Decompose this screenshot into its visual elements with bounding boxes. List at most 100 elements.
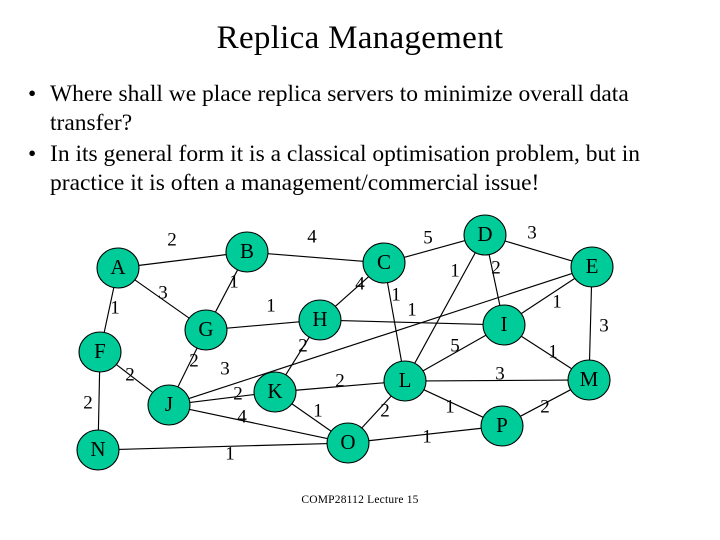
graph-node-c[interactable]: C [362,242,406,284]
bullet-marker: • [28,81,37,107]
edge-weight-l-p: 1 [445,396,455,417]
edge-weight-e-m: 3 [599,315,609,336]
node-circle-m [567,359,611,401]
node-circle-p [480,405,524,447]
edge-weight-l-k: 2 [335,370,345,391]
bullet-text: In its general form it is a classical op… [50,141,640,196]
graph-edge-m-p [518,388,573,418]
graph-edge-a-g [133,278,191,320]
page-title: Replica Management [216,20,504,56]
graph-edge-j-k [188,393,256,404]
node-circle-l [383,360,427,402]
list-item: • Where shall we place replica servers t… [14,80,714,138]
node-circle-d [463,214,507,256]
node-circle-n [76,429,120,471]
node-circle-i [482,304,526,346]
graph-nodes: A B C D E F G H I J K L M N O P [76,214,614,471]
graph-edge-l-m [424,379,570,382]
edge-weight-i-m: 1 [548,341,558,362]
graph-edge-c-d [402,239,467,259]
node-label-h: H [312,307,327,331]
node-label-g: G [198,317,213,341]
edge-weight-a-b: 2 [167,229,177,250]
node-label-a: A [110,255,126,279]
graph-node-g[interactable]: G [184,309,228,351]
graph-edge-g-h [225,321,301,329]
node-label-n: N [90,437,105,461]
node-circle-e [570,246,614,288]
edge-weight-a-f: 1 [110,297,120,318]
edge-weight-e-i: 1 [552,291,562,312]
graph-node-l[interactable]: L [383,360,427,402]
graph-edge-i-m [519,334,574,371]
list-item: • In its general form it is a classical … [14,140,714,198]
graph-node-n[interactable]: N [76,429,120,471]
edge-weight-h-i: 1 [407,299,417,320]
edge-weight-i-l: 5 [450,335,460,356]
edge-weight-l-m: 3 [495,363,505,384]
graph-edge-h-k [284,335,311,377]
slide-footer: COMP28112 Lecture 15 [301,494,419,506]
graph-edge-b-g [214,268,239,314]
node-circle-h [298,299,342,341]
graph-edge-o-p [367,427,483,442]
node-circle-f [78,331,122,373]
graph-node-j[interactable]: J [147,384,191,426]
edge-weight-h-k: 2 [298,335,308,356]
graph-node-e[interactable]: E [570,246,614,288]
node-label-b: B [240,239,254,263]
graph-node-i[interactable]: I [482,304,526,346]
edge-weight-e-j: 3 [220,358,230,379]
graph-node-a[interactable]: A [96,247,140,289]
edge-weight-j-f: 2 [125,364,135,385]
graph-edge-j-o [187,408,330,440]
node-circle-o [326,422,370,464]
edge-weight-l-o: 2 [380,400,390,421]
edge-weight-a-g: 3 [158,282,168,303]
edge-weight-j-k: 2 [233,383,243,404]
node-circle-k [253,371,297,413]
graph-edge-l-p [422,388,485,419]
graph-edge-e-m [588,285,593,362]
edge-weight-k-o: 1 [313,400,323,421]
node-label-f: F [94,339,106,363]
node-circle-g [184,309,228,351]
graph-node-p[interactable]: P [480,405,524,447]
node-label-m: M [580,367,599,391]
edge-weight-f-n: 2 [83,392,93,413]
node-label-l: L [399,368,412,392]
edge-weight-c-d: 5 [423,227,433,248]
edge-weight-b-c: 4 [307,226,317,247]
graph-edge-l-o [360,394,393,430]
bullet-marker: • [28,141,37,167]
graph-node-b[interactable]: B [225,231,269,273]
node-label-e: E [586,254,599,278]
graph-edge-d-e [503,239,574,263]
graph-node-h[interactable]: H [298,299,342,341]
node-label-d: D [477,222,492,246]
node-circle-b [225,231,269,273]
node-label-i: I [501,312,508,336]
graph-node-k[interactable]: K [253,371,297,413]
node-label-p: P [496,413,508,437]
graph-edge-a-b [137,253,228,267]
node-label-j: J [165,392,173,416]
graph-node-d[interactable]: D [463,214,507,256]
graph-node-o[interactable]: O [326,422,370,464]
edge-weight-d-e: 3 [527,222,537,243]
edge-weight-n-o: 1 [225,443,235,464]
graph-node-m[interactable]: M [567,359,611,401]
graph-edge-k-o [290,402,333,433]
graph-edge-j-f [114,363,155,394]
bullet-list: • Where shall we place replica servers t… [14,80,714,200]
node-circle-c [362,242,406,284]
graph-node-f[interactable]: F [78,331,122,373]
node-label-c: C [377,250,391,274]
edge-weight-c-h: 4 [355,273,365,294]
edge-weight-b-g: 1 [229,271,239,292]
graph-edges [97,239,593,451]
edge-weight-j-o: 4 [237,406,247,427]
